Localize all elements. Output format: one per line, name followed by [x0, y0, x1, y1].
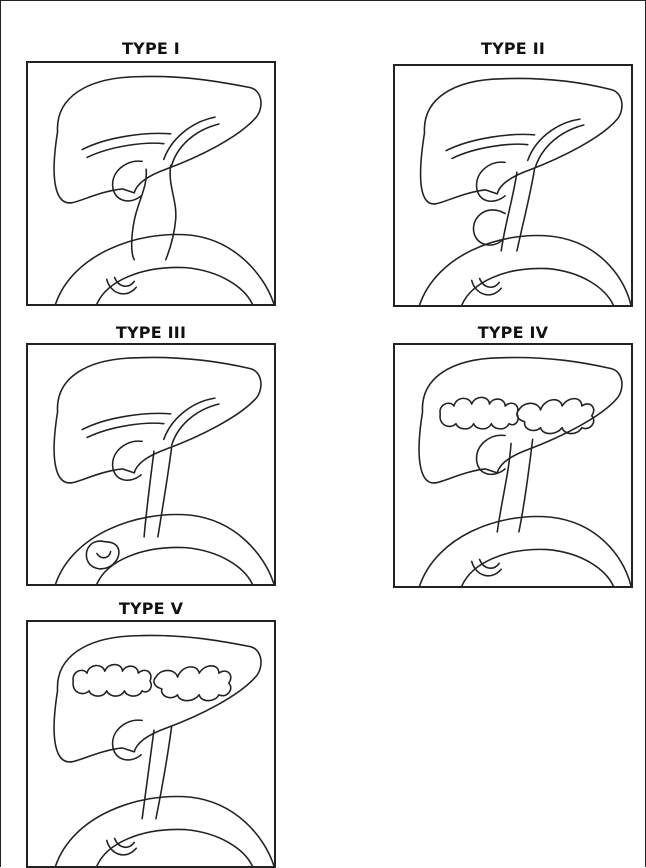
type-3-panel	[26, 343, 276, 586]
type-1-panel	[26, 61, 276, 306]
type-5-illustration	[28, 622, 274, 866]
type-3-label: TYPE III	[26, 323, 276, 342]
type-1-label: TYPE I	[26, 39, 276, 58]
type-5-label: TYPE V	[26, 599, 276, 618]
type-2-label: TYPE II	[393, 39, 633, 58]
type-3-illustration	[28, 345, 274, 584]
type-1-illustration	[28, 63, 274, 304]
type-2-panel	[393, 64, 633, 307]
type-4-illustration	[395, 345, 631, 586]
type-5-panel	[26, 620, 276, 868]
type-2-illustration	[395, 66, 631, 305]
type-4-label: TYPE IV	[393, 323, 633, 342]
type-4-panel	[393, 343, 633, 588]
